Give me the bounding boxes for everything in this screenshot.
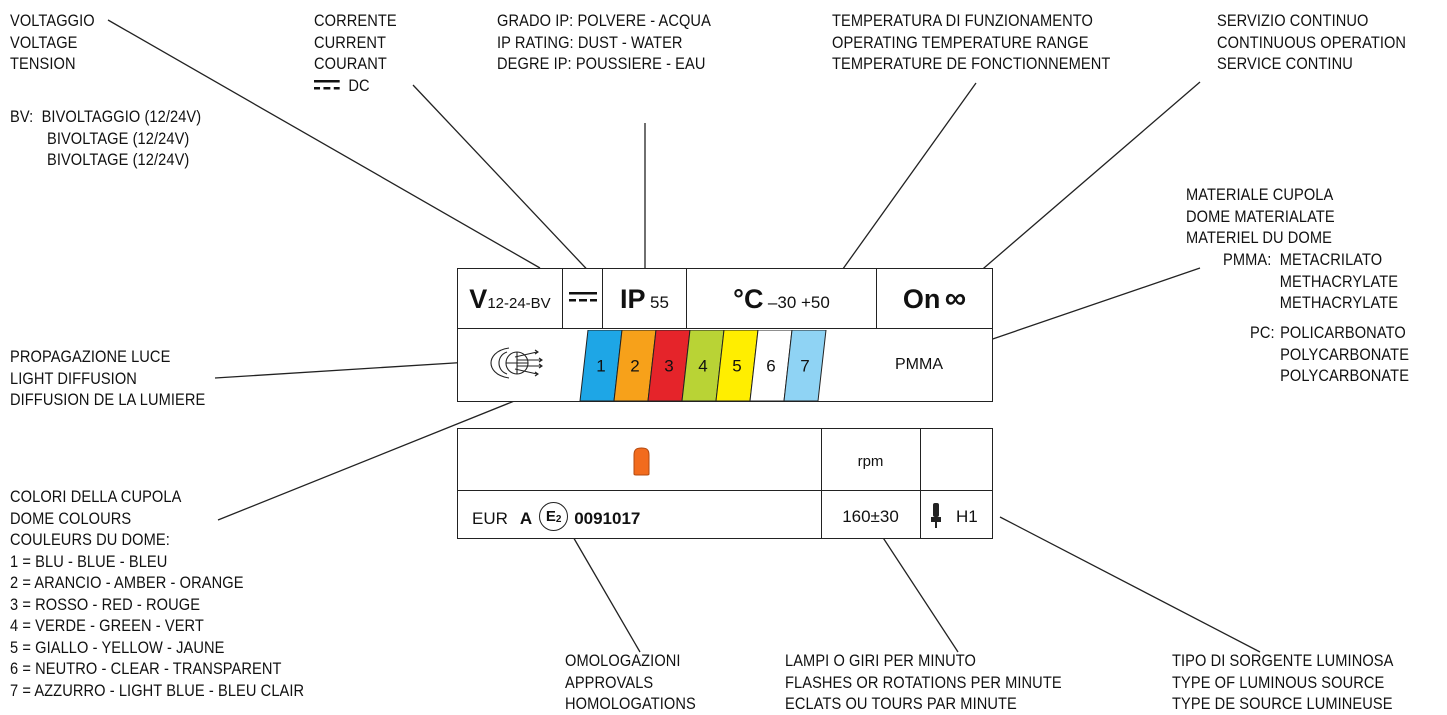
colour-swatch-7: [783, 329, 827, 401]
ip-cell: IP 55: [602, 269, 686, 329]
approval-divider: [458, 490, 992, 491]
light-diffusion-cell: [458, 329, 576, 401]
light-diffusion-icon: [487, 344, 547, 387]
flashes-label: LAMPI O GIRI PER MINUTO FLASHES OR ROTAT…: [785, 651, 1062, 713]
leader-approvals: [571, 534, 641, 653]
dome-colours-label: COLORI DELLA CUPOLA DOME COLOURS COULEUR…: [10, 487, 305, 700]
leader-current: [412, 84, 598, 281]
colour-swatch-number: 6: [766, 356, 775, 375]
temperature-cell: °C –30 +50: [686, 269, 876, 329]
colour-swatch-4: [681, 329, 725, 401]
rpm-label: rpm: [857, 453, 884, 470]
colour-swatch-5: [715, 329, 759, 401]
leader-source: [999, 516, 1261, 653]
leader-flashes: [875, 526, 959, 653]
bulb-icon: [930, 501, 942, 534]
colour-swatch-number: 7: [800, 356, 809, 375]
colour-swatch-2: [613, 329, 657, 401]
dc-cell: [562, 269, 602, 329]
dome-material-label: MATERIALE CUPOLA DOME MATERIALATE MATERI…: [1186, 185, 1335, 247]
colour-swatch-number: 5: [732, 356, 741, 375]
dc-symbol-icon: [314, 75, 340, 97]
service-label: SERVIZIO CONTINUO CONTINUOUS OPERATION S…: [1217, 11, 1407, 73]
dc-symbol-icon: [568, 290, 597, 308]
lamp-icon: [633, 447, 650, 481]
leader-service: [969, 81, 1201, 281]
approval-vdivider-2: [920, 429, 921, 538]
bivoltage-label: BV: BIVOLTAGGIO (12/24V) BIVOLTAGE (12/2…: [10, 107, 202, 169]
continuous-cell: On ∞: [876, 269, 992, 329]
colour-swatch-1: [579, 329, 623, 401]
colour-swatches: 1 2 3 4 5 6 7: [579, 329, 827, 401]
colour-swatch-number: 2: [630, 356, 639, 375]
current-label: CORRENTE CURRENT COURANT DC: [314, 10, 397, 97]
light-diffusion-label: PROPAGAZIONE LUCE LIGHT DIFFUSION DIFFUS…: [10, 347, 206, 409]
source-type-label: TIPO DI SORGENTE LUMINOSA TYPE OF LUMINO…: [1172, 651, 1394, 713]
leader-light: [214, 361, 471, 379]
pc-label: PC:POLICARBONATO POLYCARBONATE POLYCARBO…: [1250, 323, 1410, 385]
ip-label: GRADO IP: POLVERE - ACQUA IP RATING: DUS…: [497, 11, 711, 73]
colour-swatch-number: 1: [596, 356, 605, 375]
colour-swatch-3: [647, 329, 691, 401]
colour-swatch-number: 3: [664, 356, 673, 375]
voltage-label: VOLTAGGIO VOLTAGE TENSION: [10, 11, 95, 73]
approval-vdivider-1: [821, 429, 822, 538]
colour-strip: 1 2 3 4 5 6 7: [576, 329, 846, 401]
leader-temperature: [834, 82, 977, 281]
rpm-value: 160±30: [842, 507, 899, 526]
colour-swatch-number: 4: [698, 356, 707, 375]
pmma-label: PMMA:METACRILATO METHACRYLATE METHACRYLA…: [1223, 250, 1399, 312]
material-cell: PMMA: [895, 356, 943, 373]
source-value: H1: [956, 507, 978, 526]
spec-box-row-2: 1 2 3 4 5 6 7 PMMA: [457, 328, 993, 402]
lamp-shape: [633, 447, 650, 476]
approvals-label: OMOLOGAZIONI APPROVALS HOMOLOGATIONS: [565, 651, 696, 713]
colour-swatch-6: [749, 329, 793, 401]
temperature-label: TEMPERATURA DI FUNZIONAMENTO OPERATING T…: [832, 11, 1111, 73]
